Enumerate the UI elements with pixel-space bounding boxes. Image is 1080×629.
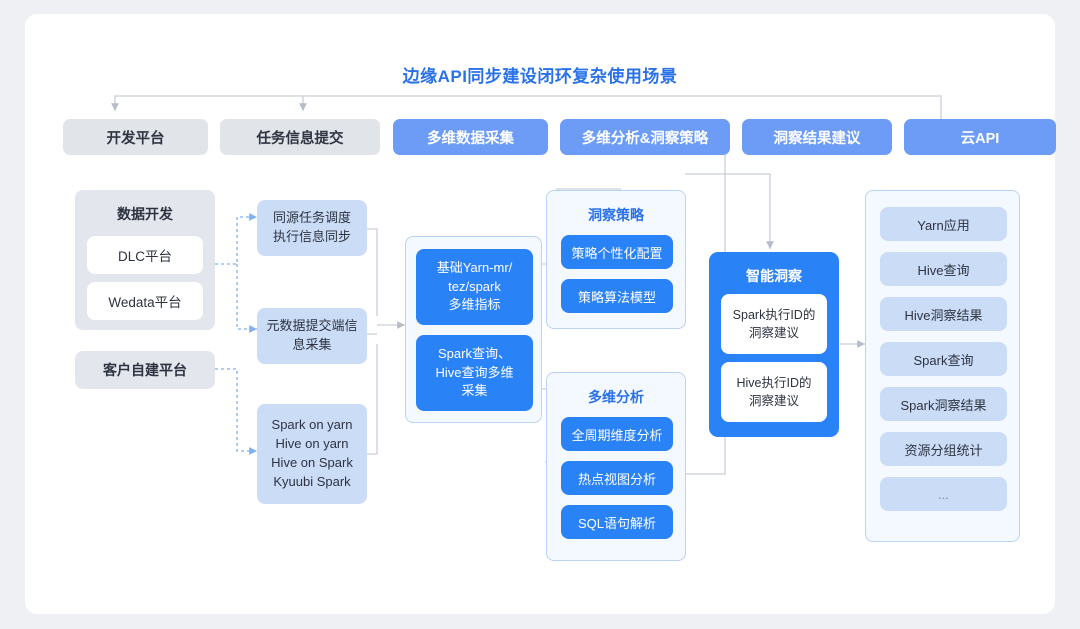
- group-multi-analysis: 多维分析 全周期维度分析 热点视图分析 SQL语句解析: [546, 372, 686, 561]
- group-title: 智能洞察: [746, 268, 802, 284]
- page-title: 边缘API同步建设闭环复杂使用场景: [402, 67, 678, 86]
- group-insight-results: Yarn应用 Hive查询 Hive洞察结果 Spark查询 Spark洞察结果…: [865, 190, 1020, 542]
- text-line: 基础Yarn-mr/: [436, 259, 513, 275]
- card-resource-stats[interactable]: 资源分组统计: [880, 432, 1007, 466]
- tab-cloud-api[interactable]: 云API: [904, 119, 1056, 155]
- card-yarn-app[interactable]: Yarn应用: [880, 207, 1007, 241]
- tab-insight-result[interactable]: 洞察结果建议: [742, 119, 892, 155]
- tab-task-submit[interactable]: 任务信息提交: [220, 119, 380, 155]
- card-metadata-collect[interactable]: 元数据提交端信 息采集: [257, 308, 367, 364]
- text-line: 息采集: [292, 337, 332, 352]
- diagram-canvas: 边缘API同步建设闭环复杂使用场景: [25, 14, 1056, 614]
- card-task-schedule-sync[interactable]: 同源任务调度 执行信息同步: [257, 200, 367, 256]
- text-line: Spark查询、: [438, 345, 511, 361]
- text-line: 洞察建议: [748, 394, 799, 408]
- text-line: Hive on yarn: [275, 436, 349, 452]
- card-spark-result[interactable]: Spark洞察结果: [880, 387, 1007, 421]
- card-engine-list[interactable]: Spark on yarn Hive on yarn Hive on Spark…: [257, 404, 367, 504]
- tab-label: 洞察结果建议: [773, 130, 861, 147]
- card-strategy-model[interactable]: 策略算法模型: [561, 279, 673, 313]
- tab-label: 任务信息提交: [256, 130, 344, 147]
- card-query-collect[interactable]: Spark查询、 Hive查询多维 采集: [416, 335, 533, 411]
- card-sql-parse[interactable]: SQL语句解析: [561, 505, 673, 539]
- card-strategy-config[interactable]: 策略个性化配置: [561, 235, 673, 269]
- tab-dev-platform[interactable]: 开发平台: [63, 119, 208, 155]
- tab-analysis-strategy[interactable]: 多维分析&洞察策略: [560, 119, 730, 155]
- tab-multi-collect[interactable]: 多维数据采集: [393, 119, 548, 155]
- group-title: 数据开发: [117, 206, 173, 222]
- tab-label: 多维分析&洞察策略: [581, 130, 709, 147]
- text-line: Hive执行ID的: [736, 375, 812, 390]
- card-spark-insight[interactable]: Spark执行ID的 洞察建议: [721, 294, 827, 354]
- text-line: Kyuubi Spark: [273, 473, 351, 489]
- text-line: 多维指标: [448, 297, 501, 313]
- group-title: 多维分析: [588, 389, 644, 405]
- text-line: Spark on yarn: [271, 417, 353, 433]
- text-line: 采集: [461, 383, 488, 399]
- card-hive-insight[interactable]: Hive执行ID的 洞察建议: [721, 362, 827, 422]
- card-hotspot-analysis[interactable]: 热点视图分析: [561, 461, 673, 495]
- text-line: Hive查询多维: [435, 364, 514, 380]
- group-insight-strategy: 洞察策略 策略个性化配置 策略算法模型: [546, 190, 686, 329]
- text-line: tez/spark: [448, 278, 501, 294]
- group-title: 洞察策略: [588, 207, 644, 223]
- card-wedata-platform[interactable]: Wedata平台: [87, 282, 203, 320]
- group-smart-insight: 智能洞察 Spark执行ID的 洞察建议 Hive执行ID的 洞察建议: [709, 252, 839, 437]
- text-line: 执行信息同步: [272, 229, 351, 244]
- text-line: 同源任务调度: [272, 210, 351, 226]
- card-hive-query[interactable]: Hive查询: [880, 252, 1007, 286]
- text-line: Hive on Spark: [271, 455, 353, 470]
- card-lifecycle-analysis[interactable]: 全周期维度分析: [561, 417, 673, 451]
- card-customer-platform[interactable]: 客户自建平台: [75, 351, 215, 389]
- card-hive-result[interactable]: Hive洞察结果: [880, 297, 1007, 331]
- card-yarn-metrics[interactable]: 基础Yarn-mr/ tez/spark 多维指标: [416, 249, 533, 325]
- tab-label: 开发平台: [106, 130, 165, 147]
- text-line: 洞察建议: [748, 326, 799, 340]
- card-dlc-platform[interactable]: DLC平台: [87, 236, 203, 274]
- text-line: Spark执行ID的: [732, 307, 816, 322]
- card-more-ellipsis[interactable]: ...: [880, 477, 1007, 511]
- text-line: 元数据提交端信: [266, 318, 358, 334]
- group-multi-collection: 基础Yarn-mr/ tez/spark 多维指标 Spark查询、 Hive查…: [405, 236, 542, 423]
- tab-label: 云API: [960, 130, 1000, 147]
- group-data-development: 数据开发 DLC平台 Wedata平台: [75, 190, 215, 330]
- tab-label: 多维数据采集: [427, 130, 514, 147]
- card-spark-query[interactable]: Spark查询: [880, 342, 1007, 376]
